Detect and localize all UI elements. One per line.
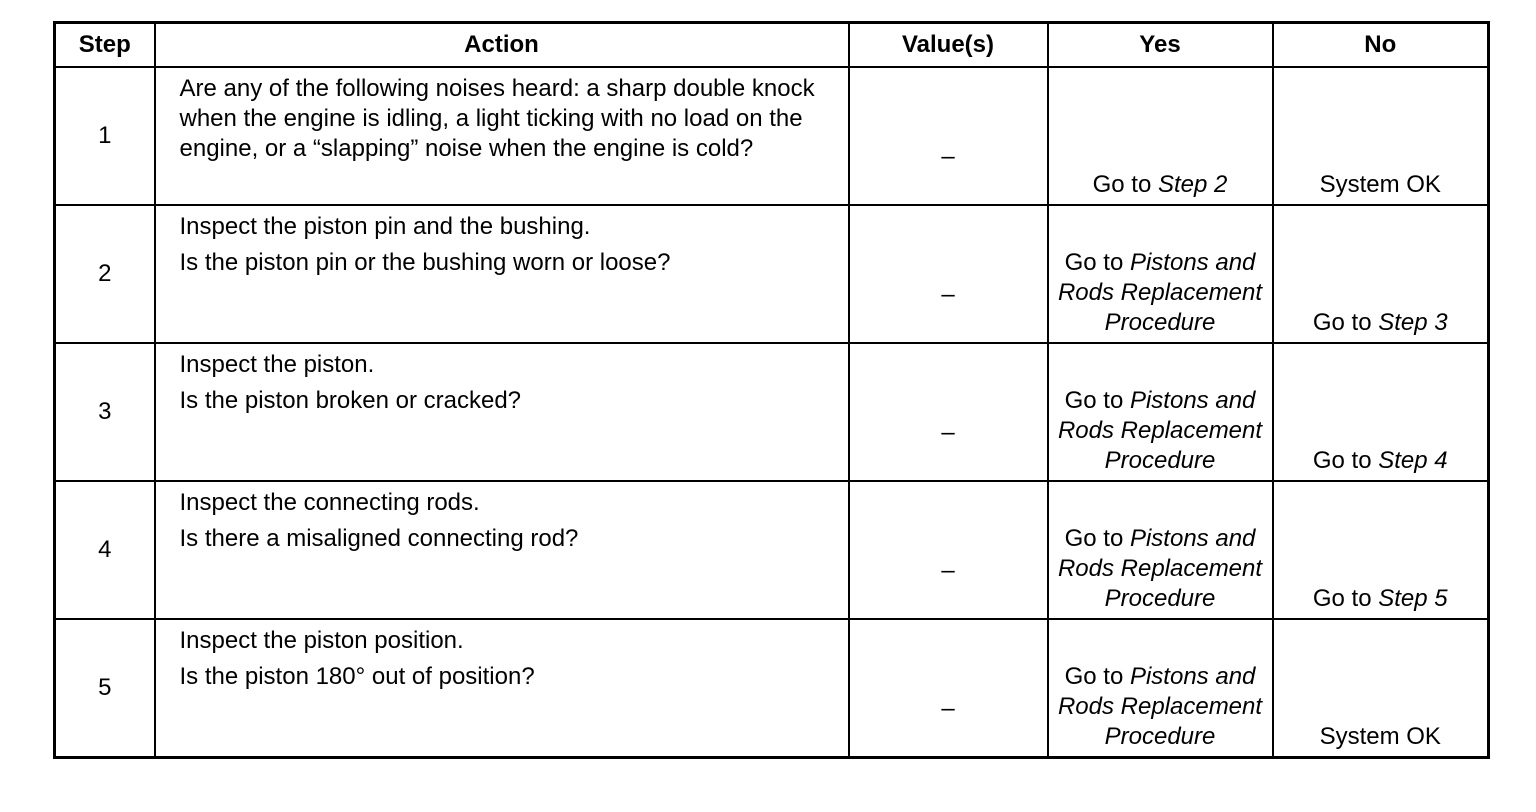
table-row: 1 Are any of the following noises heard:…: [53, 66, 1490, 206]
value-text: –: [941, 419, 955, 446]
action-question: Is the piston 180° out of position?: [179, 663, 535, 690]
yes-cell: Go to Pistons and Rods Replacement Proce…: [1046, 204, 1274, 344]
value-cell: –: [847, 480, 1049, 620]
value-text: –: [941, 695, 955, 722]
action-cell: Inspect the piston position. Is the pist…: [153, 618, 850, 759]
no-cell: System OK: [1271, 66, 1490, 206]
value-cell: –: [847, 204, 1049, 344]
action-cell: Are any of the following noises heard: a…: [153, 66, 850, 206]
header-no: No: [1271, 21, 1490, 68]
no-cell: Go to Step 3: [1271, 204, 1490, 344]
no-reference: Step 4: [1378, 447, 1448, 474]
value-cell: –: [847, 618, 1049, 759]
step-number: 3: [53, 342, 156, 482]
table-row: 3 Inspect the piston. Is the piston brok…: [53, 342, 1490, 482]
header-yes: Yes: [1046, 21, 1274, 68]
yes-reference: Pistons and Rods Replacement Procedure: [1057, 525, 1263, 612]
header-row: Step Action Value(s) Yes No: [53, 21, 1490, 68]
yes-reference: Pistons and Rods Replacement Procedure: [1057, 663, 1263, 750]
action-text: Inspect the piston pin and the bushing.: [179, 213, 591, 240]
table-row: 2 Inspect the piston pin and the bushing…: [53, 204, 1490, 344]
step-number: 5: [53, 618, 156, 759]
no-cell: Go to Step 5: [1271, 480, 1490, 620]
yes-reference: Pistons and Rods Replacement Procedure: [1057, 387, 1263, 474]
value-cell: –: [847, 66, 1049, 206]
no-reference: Step 5: [1378, 585, 1448, 612]
action-cell: Inspect the piston. Is the piston broken…: [153, 342, 850, 482]
step-number: 1: [53, 66, 156, 206]
table-row: 4 Inspect the connecting rods. Is there …: [53, 480, 1490, 620]
yes-prefix: Go to: [1064, 663, 1130, 690]
yes-reference: Step 2: [1157, 171, 1228, 198]
yes-reference: Pistons and Rods Replacement Procedure: [1057, 249, 1263, 336]
value-cell: –: [847, 342, 1049, 482]
action-cell: Inspect the piston pin and the bushing. …: [153, 204, 850, 344]
header-values: Value(s): [847, 21, 1049, 68]
yes-prefix: Go to: [1092, 171, 1158, 198]
header-step: Step: [53, 21, 156, 68]
action-question: Is there a misaligned connecting rod?: [179, 525, 579, 552]
diagnostic-table: Step Action Value(s) Yes No 1 Are any of…: [53, 21, 1490, 759]
action-text: Inspect the connecting rods.: [179, 489, 480, 516]
yes-cell: Go to Pistons and Rods Replacement Proce…: [1046, 342, 1274, 482]
no-prefix: System OK: [1319, 723, 1441, 750]
value-text: –: [941, 281, 955, 308]
no-cell: Go to Step 4: [1271, 342, 1490, 482]
yes-prefix: Go to: [1064, 249, 1130, 276]
no-reference: Step 3: [1378, 309, 1448, 336]
header-action: Action: [153, 21, 850, 68]
no-prefix: System OK: [1319, 171, 1441, 198]
no-prefix: Go to: [1312, 585, 1379, 612]
value-text: –: [941, 557, 955, 584]
action-text: Inspect the piston position.: [179, 627, 464, 654]
yes-prefix: Go to: [1064, 525, 1130, 552]
action-cell: Inspect the connecting rods. Is there a …: [153, 480, 850, 620]
action-text: Inspect the piston.: [179, 351, 375, 378]
step-number: 4: [53, 480, 156, 620]
yes-cell: Go to Step 2: [1046, 66, 1274, 206]
table-row: 5 Inspect the piston position. Is the pi…: [53, 618, 1490, 759]
action-question: Is the piston broken or cracked?: [179, 387, 522, 414]
action-text: Are any of the following noises heard: a…: [179, 75, 815, 162]
step-number: 2: [53, 204, 156, 344]
yes-cell: Go to Pistons and Rods Replacement Proce…: [1046, 618, 1274, 759]
no-prefix: Go to: [1312, 309, 1379, 336]
no-prefix: Go to: [1312, 447, 1379, 474]
action-question: Is the piston pin or the bushing worn or…: [179, 249, 671, 276]
yes-prefix: Go to: [1064, 387, 1130, 414]
value-text: –: [941, 143, 955, 170]
yes-cell: Go to Pistons and Rods Replacement Proce…: [1046, 480, 1274, 620]
no-cell: System OK: [1271, 618, 1490, 759]
